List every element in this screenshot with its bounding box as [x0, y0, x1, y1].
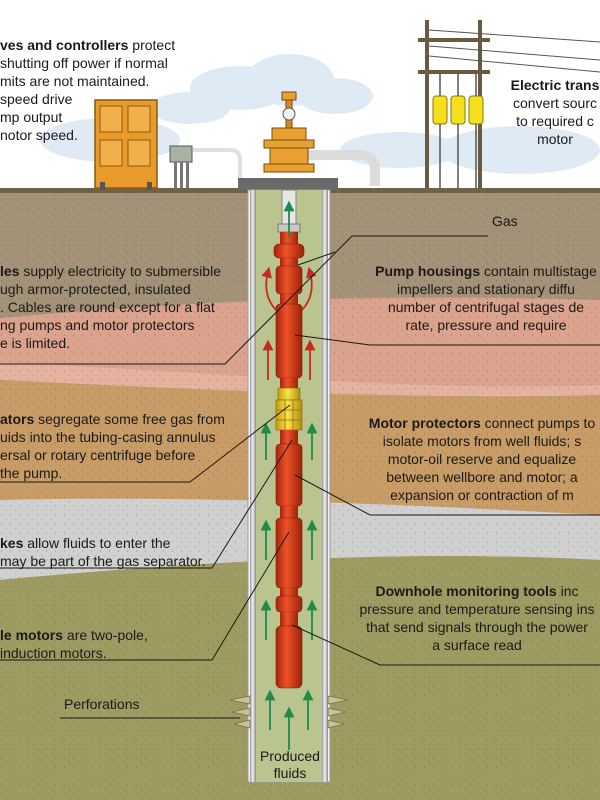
pump-housings-callout: Pump housings contain multistage impelle…	[356, 262, 600, 334]
monitoring-title: Downhole monitoring tools	[375, 583, 557, 599]
pump-housings-line: number of centrifugal stages de	[387, 299, 585, 315]
intakes-title-tail: allow fluids to enter the	[23, 535, 171, 551]
transformer-callout: Electric trans convert sourc to required…	[500, 76, 600, 148]
motors-title: le motors	[0, 627, 64, 643]
cables-title-tail: supply electricity to submersible	[19, 263, 221, 279]
separators-callout: ators segregate some free gas from uids …	[0, 410, 225, 482]
separators-line: ersal or rotary centrifuge before	[0, 447, 196, 463]
pump-housings-line: rate, pressure and require	[405, 317, 567, 333]
pump-string	[273, 232, 305, 689]
controllers-title: ves and controllers	[0, 37, 129, 53]
motor-protectors-line: expansion or contraction of m	[390, 487, 574, 503]
cables-title: les	[0, 263, 20, 279]
intakes-line: may be part of the gas separator.	[0, 553, 206, 569]
motor-protectors-title-tail: connect pumps to	[480, 415, 596, 431]
separators-title: ators	[0, 411, 35, 427]
intakes-callout: kes allow fluids to enter the may be par…	[0, 534, 205, 570]
transformer-line: to required c	[516, 113, 594, 129]
controllers-line: mp output	[0, 109, 63, 125]
leader-lines	[0, 235, 600, 719]
motor-protectors-line: motor-oil reserve and equalize	[387, 451, 577, 467]
transformer-line: motor	[537, 131, 573, 147]
monitoring-line: that send signals through the power	[366, 619, 588, 635]
controllers-callout: ves and controllers protect shutting off…	[0, 36, 175, 144]
motor-protectors-title: Motor protectors	[368, 415, 481, 431]
cables-line: . Cables are round except for a flat	[0, 299, 215, 315]
monitoring-line: a surface read	[432, 637, 522, 653]
motors-title-tail: are two-pole,	[63, 627, 148, 643]
motors-callout: le motors are two-pole, induction motors…	[0, 626, 148, 662]
separators-title-tail: segregate some free gas from	[34, 411, 225, 427]
pump-housings-title: Pump housings	[375, 263, 481, 279]
motor-protectors-line: between wellbore and motor; a	[386, 469, 578, 485]
wellhead	[238, 91, 380, 190]
gas-label: Gas	[492, 213, 518, 229]
surface-cable	[193, 148, 242, 178]
separators-line: the pump.	[0, 465, 63, 481]
controller-box	[94, 99, 158, 190]
controllers-line: notor speed.	[0, 127, 78, 143]
cables-line: ng pumps and motor protectors	[0, 317, 195, 333]
intakes-title: kes	[0, 535, 24, 551]
controllers-line: mits are not maintained.	[0, 73, 150, 89]
monitoring-callout: Downhole monitoring tools inc pressure a…	[342, 582, 600, 654]
transformer-line: convert sourc	[512, 95, 598, 111]
produced-fluids-line: fluids	[273, 765, 307, 781]
transformer-pole	[418, 20, 600, 188]
controllers-title-tail: protect	[128, 37, 176, 53]
cables-callout: les supply electricity to submersible ug…	[0, 262, 221, 352]
monitoring-line: pressure and temperature sensing ins	[359, 601, 595, 617]
cables-line: ugh armor-protected, insulated	[0, 281, 191, 297]
produced-fluids-line: Produced	[260, 748, 320, 764]
produced-fluids-label: Produced fluids	[250, 748, 330, 782]
monitoring-title-tail: inc	[556, 583, 579, 599]
controllers-line: shutting off power if normal	[0, 55, 168, 71]
cables-line: e is limited.	[0, 335, 71, 351]
transformer-title: Electric trans	[510, 77, 600, 93]
junction-box	[169, 145, 193, 188]
controllers-line: speed drive	[0, 91, 73, 107]
separators-line: uids into the tubing-casing annulus	[0, 429, 216, 445]
perforations-label: Perforations	[64, 696, 140, 712]
pump-housings-line: impellers and stationary diffu	[397, 281, 575, 297]
motor-protectors-line: isolate motors from well fluids; s	[382, 433, 582, 449]
pump-housings-title-tail: contain multistage	[480, 263, 597, 279]
motor-protectors-callout: Motor protectors connect pumps to isolat…	[352, 414, 600, 504]
motors-line: induction motors.	[0, 645, 107, 661]
